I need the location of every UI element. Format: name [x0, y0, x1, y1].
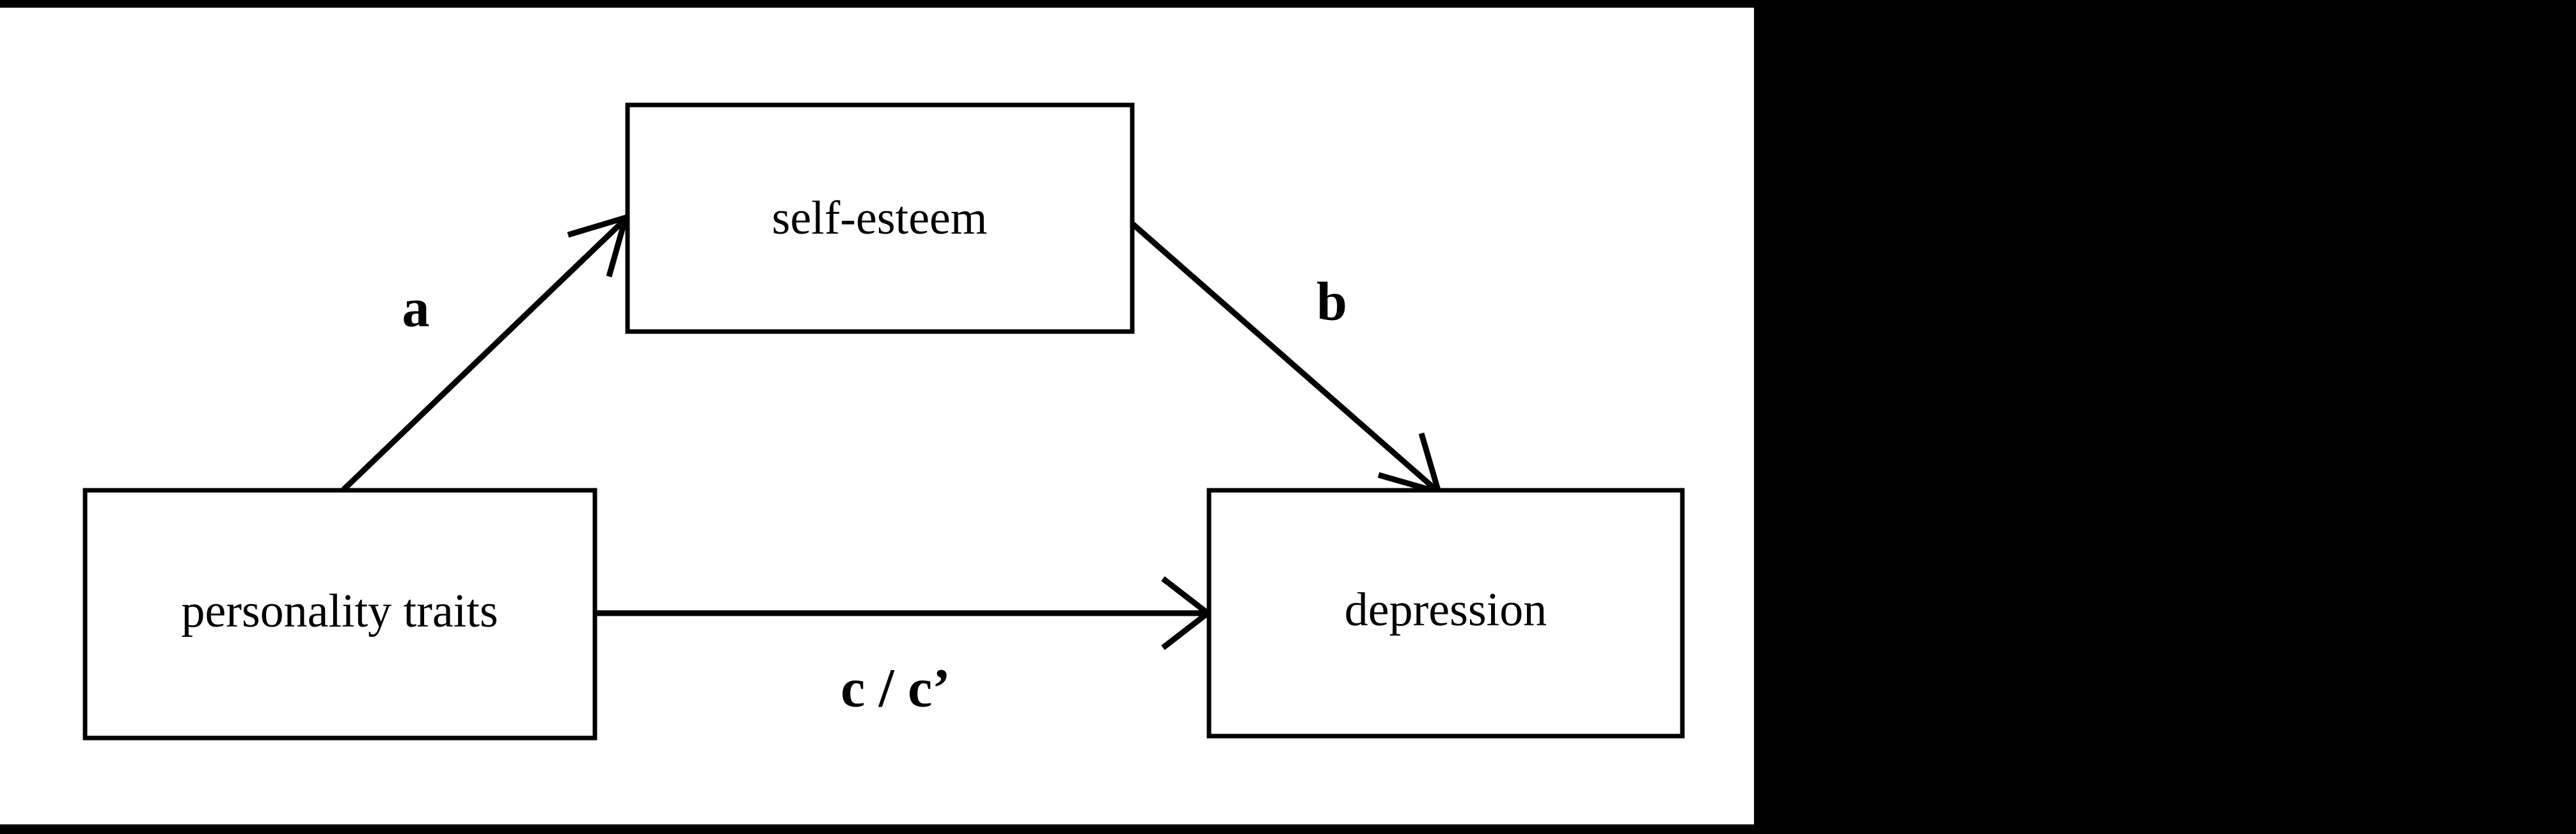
path-c-group — [595, 576, 1213, 650]
node-personality-traits-label: personality traits — [181, 585, 498, 638]
mediation-diagram: self-esteem personality traits depressio… — [83, 102, 1685, 741]
node-self-esteem[interactable]: self-esteem — [625, 102, 1135, 334]
node-depression-box[interactable] — [1206, 488, 1685, 739]
node-depression-label: depression — [1345, 584, 1547, 636]
path-a-line — [341, 216, 628, 492]
node-self-esteem-label: self-esteem — [772, 192, 988, 245]
diagram-canvas: self-esteem personality traits depressio… — [0, 8, 1754, 824]
path-c-label: c / c’ — [841, 657, 951, 719]
node-depression[interactable]: depression — [1206, 488, 1685, 739]
path-b-group — [1127, 218, 1443, 497]
node-self-esteem-box[interactable] — [625, 102, 1135, 334]
path-b-line — [1127, 218, 1440, 494]
path-a-label: a — [402, 277, 430, 339]
node-personality-traits[interactable]: personality traits — [83, 488, 597, 741]
path-b-label: b — [1316, 271, 1347, 332]
node-personality-traits-box[interactable] — [83, 488, 597, 741]
path-a-group — [341, 213, 630, 492]
